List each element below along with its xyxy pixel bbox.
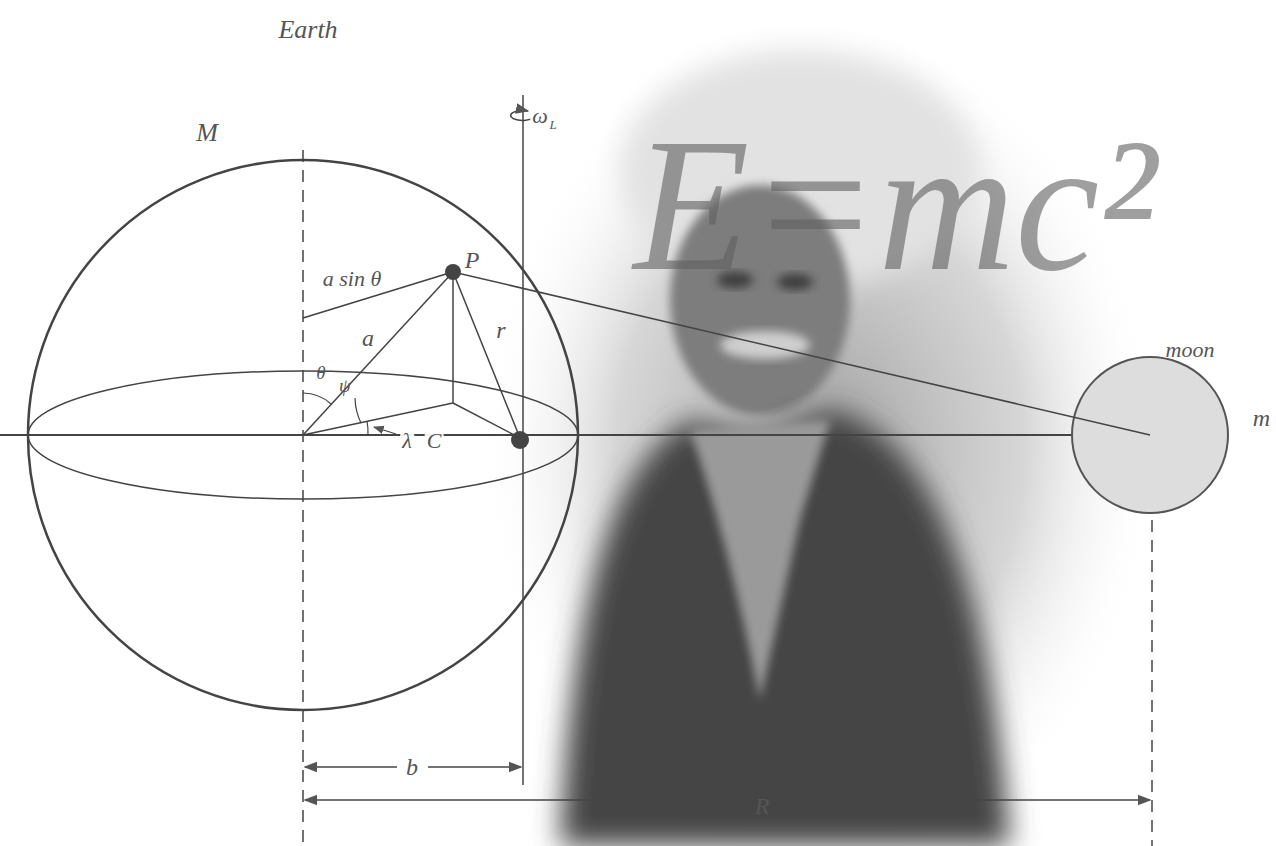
- distance-label: a sin θ: [321, 268, 383, 290]
- figure-title: Earth: [276, 17, 339, 43]
- photo-shirt: [690, 420, 830, 700]
- radius-line: [303, 272, 453, 435]
- b-dimension: [305, 766, 397, 768]
- mass-symbol: m: [1251, 406, 1272, 430]
- omega-symbol: ω: [530, 105, 550, 127]
- dimension-label: R: [753, 794, 772, 818]
- point-label: P: [463, 248, 482, 272]
- center-of-mass: [511, 431, 529, 449]
- r-dimension: [305, 799, 745, 801]
- distance-label: r: [494, 318, 507, 342]
- equation-watermark: E=mc²: [632, 110, 1159, 300]
- photo-vignette: [480, 20, 1160, 846]
- projection-line: [452, 272, 454, 403]
- lambda-arc: [367, 421, 368, 435]
- portrait-photo: [480, 20, 1160, 846]
- earth-outline: [28, 160, 578, 710]
- body-label: moon: [1164, 339, 1217, 361]
- projection-to-c: [453, 403, 520, 438]
- mass-symbol: M: [194, 120, 220, 146]
- earth-axis: [302, 150, 304, 846]
- point-label: C: [425, 430, 444, 452]
- angle-label: ψ: [337, 376, 353, 395]
- photo-coat: [560, 410, 1010, 846]
- omega-subscript: L: [547, 118, 558, 131]
- b-dimension: [428, 766, 521, 768]
- lambda-leader: [374, 427, 396, 434]
- r-dimension: [780, 799, 1150, 801]
- theta-arc: [303, 393, 331, 404]
- angle-label: λ: [400, 430, 414, 452]
- dimension-label: b: [404, 755, 420, 779]
- point-p: [445, 264, 461, 280]
- angle-label: θ: [314, 363, 327, 382]
- radius-label: a: [360, 326, 376, 350]
- psi-arc: [355, 398, 361, 423]
- center-axis: [0, 434, 1150, 436]
- r-line: [453, 272, 520, 438]
